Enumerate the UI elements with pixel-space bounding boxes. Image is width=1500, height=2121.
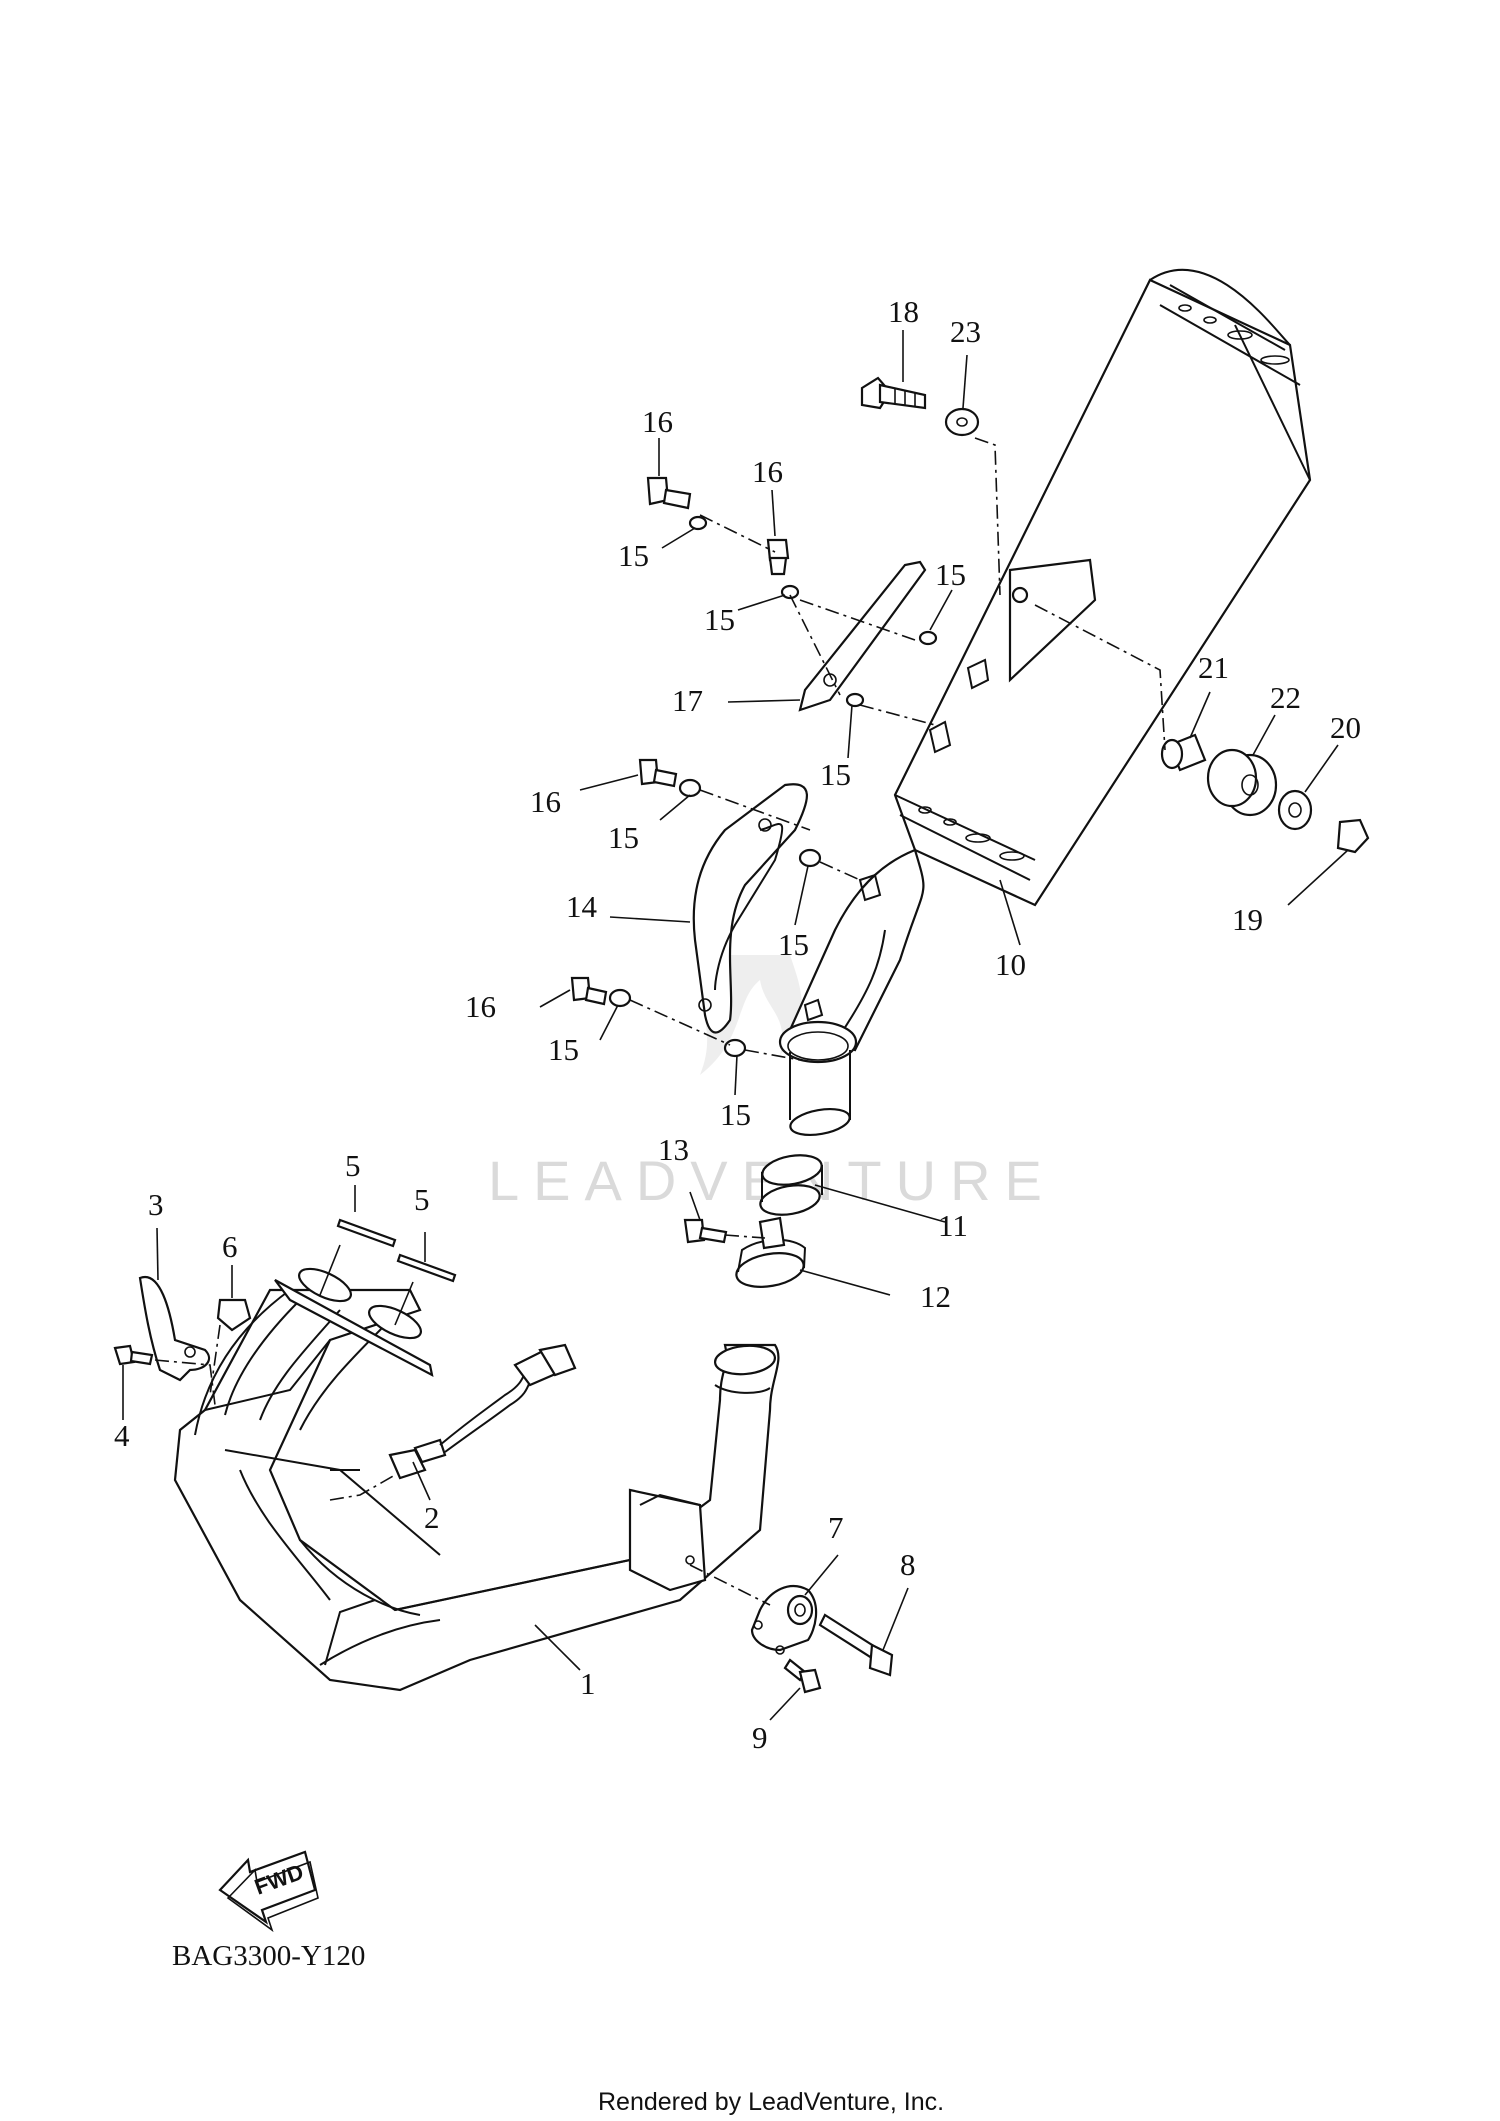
collar-part-21	[1160, 733, 1207, 772]
callout-15: 15	[778, 927, 809, 962]
render-credit: Rendered by LeadVenture, Inc.	[598, 2088, 944, 2116]
callout-8: 8	[900, 1547, 916, 1582]
bolt-part-16b	[766, 538, 790, 576]
gasket-part-5-b	[396, 1253, 457, 1283]
callout-2: 2	[424, 1500, 440, 1535]
callout-19: 19	[1232, 902, 1263, 937]
bolt-part-4	[113, 1344, 154, 1366]
callout-15: 15	[608, 820, 639, 855]
callout-15: 15	[720, 1097, 751, 1132]
forward-direction-arrow-icon: FWD	[218, 1850, 319, 1933]
callout-16: 16	[465, 989, 496, 1024]
callout-labels: 18 23 16 16 15 15 15 17 15 16 15 14 15 1…	[114, 294, 1361, 1755]
bolt-part-9	[783, 1658, 822, 1694]
bolt-part-13	[683, 1218, 728, 1244]
bracket-part-7	[750, 1585, 818, 1655]
callout-7: 7	[828, 1510, 844, 1545]
bolt-part-18	[860, 376, 927, 410]
callout-17: 17	[672, 683, 703, 718]
assembly-lines	[154, 437, 1166, 1606]
callout-6: 6	[222, 1229, 238, 1264]
callout-15: 15	[548, 1032, 579, 1067]
callout-15: 15	[935, 557, 966, 592]
washer-part-23	[944, 407, 980, 437]
grommet-part-15-group	[608, 515, 938, 1058]
gasket-part-11	[759, 1154, 823, 1216]
muffler-part-10	[778, 268, 1312, 1137]
callout-10: 10	[995, 947, 1026, 982]
callout-9: 9	[752, 1720, 768, 1755]
callout-15: 15	[704, 602, 735, 637]
washer-part-20	[1277, 789, 1313, 831]
bolt-part-16a	[646, 476, 692, 510]
guard-part-3	[138, 1275, 211, 1382]
callout-23: 23	[950, 314, 981, 349]
callout-14: 14	[566, 889, 598, 924]
callout-5: 5	[414, 1182, 430, 1217]
callout-3: 3	[148, 1187, 164, 1222]
bolt-part-16c	[638, 758, 678, 788]
callout-18: 18	[888, 294, 919, 329]
diagram-code: BAG3300-Y120	[172, 1940, 365, 1972]
callout-20: 20	[1330, 710, 1361, 745]
callout-15: 15	[820, 757, 851, 792]
callout-16: 16	[530, 784, 561, 819]
callout-13: 13	[658, 1132, 689, 1167]
callout-11: 11	[938, 1208, 968, 1243]
heat-shield-part-14	[692, 783, 808, 1034]
bolt-part-16d	[570, 976, 608, 1006]
callout-22: 22	[1270, 680, 1301, 715]
exhaust-header-part-1	[173, 1267, 780, 1692]
callout-15: 15	[618, 538, 649, 573]
nut-part-6	[216, 1298, 252, 1332]
callout-4: 4	[114, 1418, 130, 1453]
callout-12: 12	[920, 1279, 951, 1314]
gasket-part-5-a	[336, 1218, 397, 1248]
nut-part-19	[1336, 818, 1370, 854]
damper-part-22	[1206, 748, 1278, 817]
callout-16: 16	[752, 454, 783, 489]
callout-5: 5	[345, 1148, 361, 1183]
callout-21: 21	[1198, 650, 1229, 685]
bolt-part-8	[818, 1613, 894, 1677]
callout-16: 16	[642, 404, 673, 439]
bracket-part-17	[798, 560, 927, 712]
callout-1: 1	[580, 1666, 596, 1701]
clamp-part-12	[735, 1216, 807, 1288]
leader-lines	[122, 330, 1349, 1721]
